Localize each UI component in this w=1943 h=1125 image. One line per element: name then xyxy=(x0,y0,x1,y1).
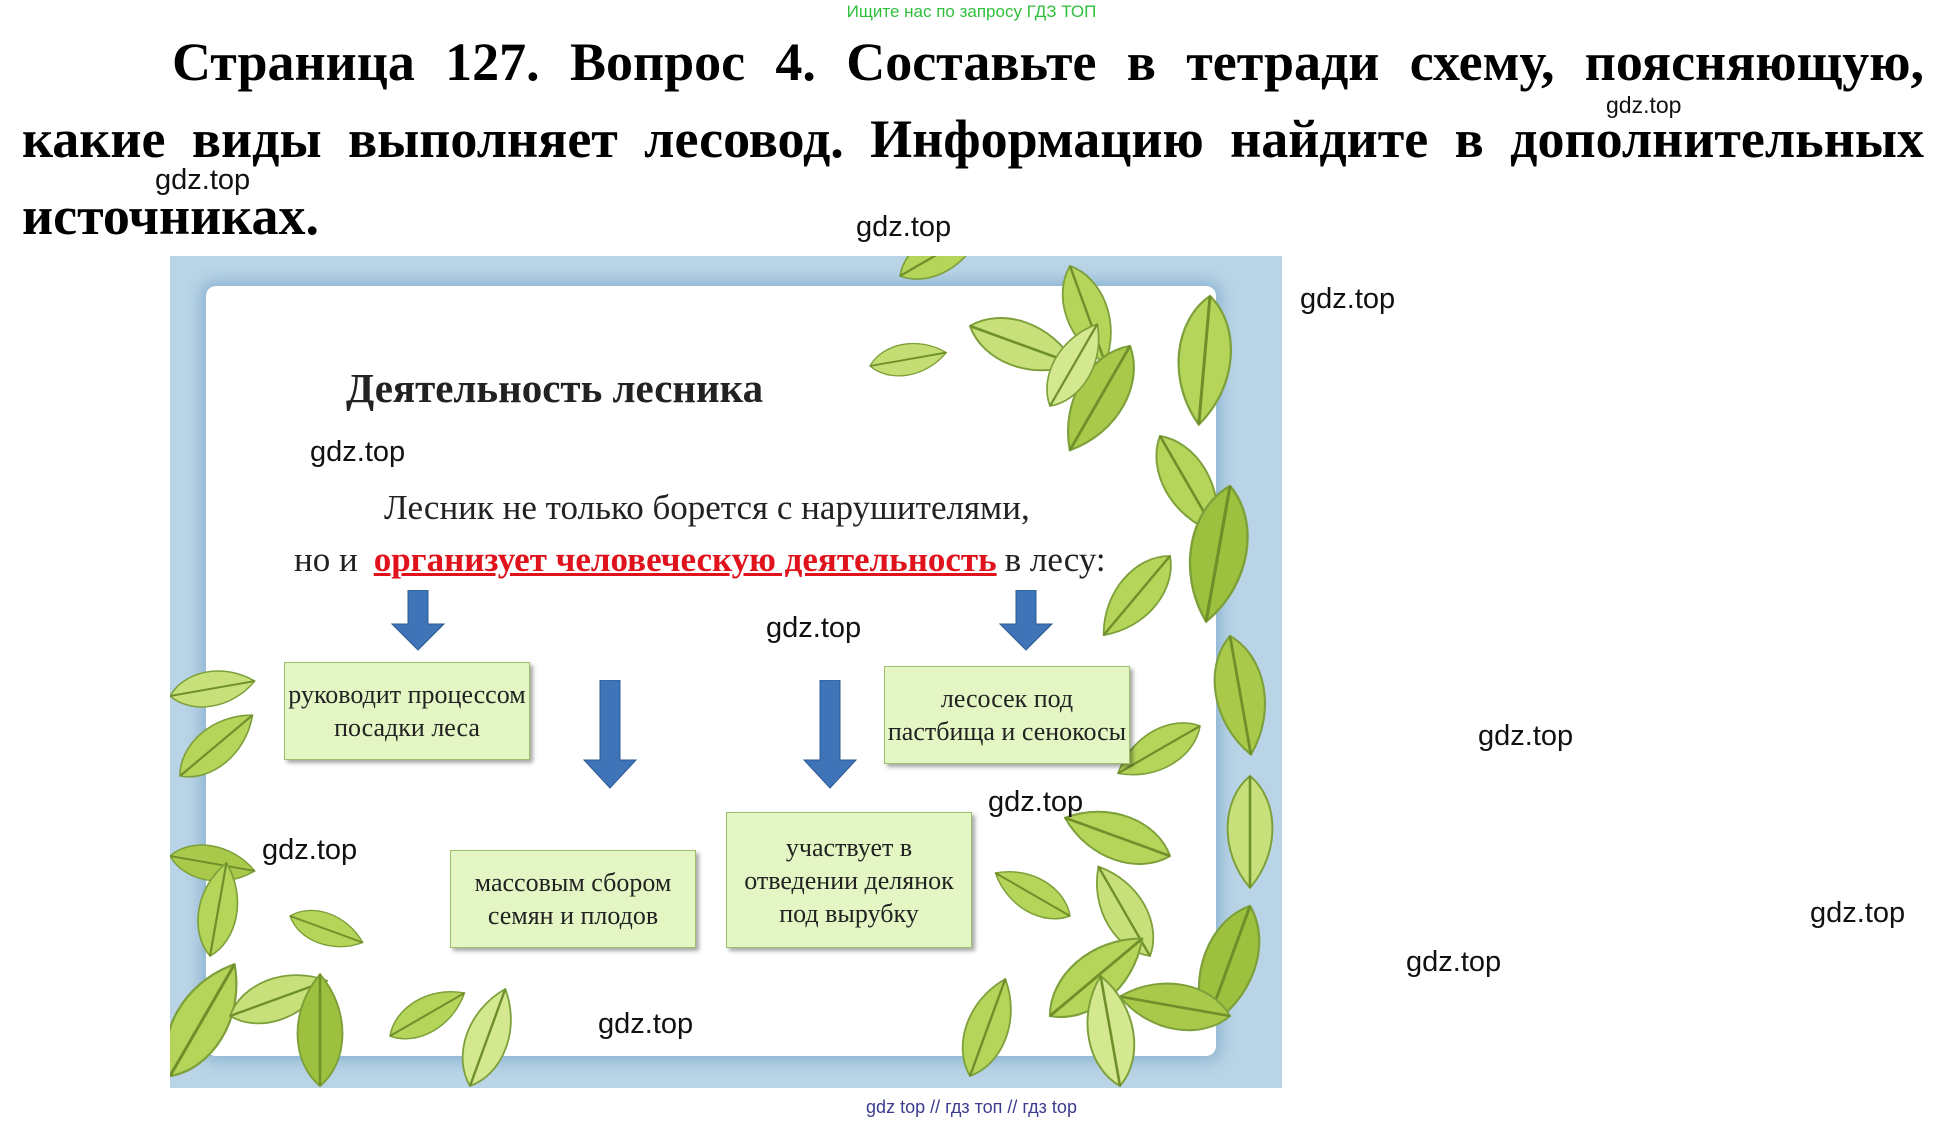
slide-line-2: но и организует человеческую деятельность… xyxy=(294,540,1106,580)
watermark: gdz.top xyxy=(1478,720,1574,752)
top-search-hint[interactable]: Ищите нас по запросу ГДЗ ТОП xyxy=(846,2,1097,21)
watermark: gdz.top xyxy=(1406,946,1502,978)
watermark: gdz.top xyxy=(1810,897,1906,929)
watermark: gdz.top xyxy=(310,436,406,468)
slide-line-1: Лесник не только борется с нарушителями, xyxy=(384,488,1030,527)
watermark: gdz.top xyxy=(766,612,862,644)
question-text: Страница 127. Вопрос 4. Составьте в тетр… xyxy=(22,24,1924,255)
line2-prefix: но и xyxy=(294,540,358,579)
arrow-down-icon xyxy=(582,680,638,789)
line2-suffix: в лесу: xyxy=(1004,540,1106,579)
watermark: gdz.top xyxy=(988,786,1084,818)
activity-box-pastures: лесосек под пастбища и сенокосы xyxy=(884,666,1130,764)
watermark: gdz.top xyxy=(155,164,251,196)
watermark: gdz.top xyxy=(1606,92,1682,118)
forester-slide: Деятельность лесника Лесник не только бо… xyxy=(170,256,1282,1088)
activity-box-seeds: массовым сбором семян и плодов xyxy=(450,850,696,948)
arrow-down-icon xyxy=(802,680,858,789)
activity-box-logging-plots: участвует в отведении делянок под вырубк… xyxy=(726,812,972,948)
watermark: gdz.top xyxy=(598,1008,694,1040)
arrow-down-icon xyxy=(390,590,446,651)
bottom-links[interactable]: gdz top // гдз топ // гдз top xyxy=(866,1097,1077,1117)
watermark: gdz.top xyxy=(856,211,952,243)
line2-highlight: организует человеческую деятельность xyxy=(373,540,997,579)
slide-title: Деятельность лесника xyxy=(346,365,764,411)
activity-box-planting: руководит процессом посадки леса xyxy=(284,662,530,760)
arrow-down-icon xyxy=(998,590,1054,651)
question-text-content: Страница 127. Вопрос 4. Составьте в тетр… xyxy=(22,32,1924,246)
watermark: gdz.top xyxy=(1300,283,1396,315)
watermark: gdz.top xyxy=(262,834,358,866)
